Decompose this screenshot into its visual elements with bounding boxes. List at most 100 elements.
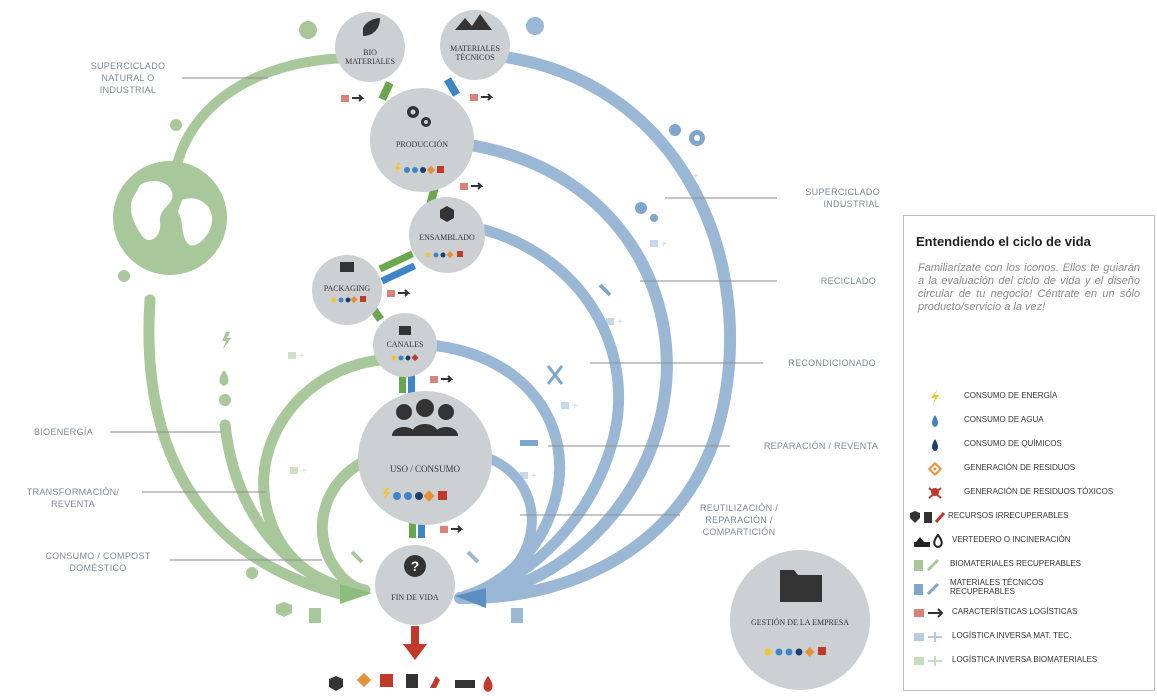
gears-icon bbox=[407, 106, 431, 127]
tool-icon-blue bbox=[598, 283, 612, 297]
node-label-uso: USO / CONSUMO bbox=[389, 464, 460, 474]
node-uso bbox=[358, 391, 492, 525]
legend-label: GENERACIÓN DE RESIDUOS bbox=[964, 463, 1076, 472]
node-produccion bbox=[370, 88, 474, 192]
cube-icon bbox=[440, 206, 454, 222]
legend-label: VERTEDERO O INCINERACIÓN bbox=[952, 535, 1071, 544]
label-recondicionado: RECONDICIONADO bbox=[788, 358, 876, 368]
process-nodes bbox=[312, 10, 870, 690]
recycle-gear-icons bbox=[635, 124, 705, 222]
arc-earth-to-fin bbox=[143, 294, 351, 601]
legend-label: LOGÍSTICA INVERSA BIOMATERIALES bbox=[952, 655, 1098, 664]
blue-arrowhead bbox=[455, 588, 486, 608]
arc-reciclado bbox=[459, 139, 673, 604]
svg-text:?: ? bbox=[411, 558, 420, 574]
chemical-drop-icon bbox=[930, 437, 940, 453]
end-of-life-output bbox=[329, 626, 493, 692]
label-reciclado: RECICLADO bbox=[820, 276, 876, 286]
canales-metric-icons bbox=[391, 354, 419, 362]
legend-description: Familiarízate con los iconos. Ellos te g… bbox=[918, 262, 1140, 313]
node-label-gestion: GESTIÓN DE LA EMPRESA bbox=[750, 618, 849, 627]
svg-text:+: + bbox=[572, 401, 578, 412]
node-fin bbox=[375, 545, 455, 625]
bioenergy-icons bbox=[118, 270, 231, 406]
shield-trash-icon bbox=[910, 509, 946, 525]
leader-lines bbox=[110, 77, 777, 561]
biological-cycle-arcs bbox=[143, 53, 386, 601]
label-superciclado-natural: SUPERCICLADO NATURAL O INDUSTRIAL bbox=[90, 61, 166, 95]
arc-recondicionado bbox=[459, 224, 624, 603]
toxic-skull-icon bbox=[928, 485, 942, 501]
legend-label: RECURSOS IRRECUPERABLES bbox=[948, 511, 1069, 520]
legend-item: VERTEDERO O INCINERACIÓN bbox=[904, 532, 1156, 550]
arc-transformacion bbox=[258, 354, 386, 596]
legend-item: LOGÍSTICA INVERSA BIOMATERIALES bbox=[904, 652, 1156, 670]
legend-label: CARACTERÍSTICAS LOGÍSTICAS bbox=[952, 607, 1078, 616]
mountains-icon bbox=[455, 14, 492, 30]
produccion-metric-icons bbox=[395, 163, 444, 175]
technical-cycle-arcs bbox=[424, 49, 737, 605]
package-icon bbox=[340, 262, 354, 272]
node-label-ensamblado: ENSAMBLADO bbox=[419, 233, 475, 242]
legend-item: BIOMATERIALES RECUPERABLES bbox=[904, 556, 1156, 574]
ensamblado-metric-icons bbox=[425, 251, 463, 259]
waste-diamond-icon bbox=[928, 461, 942, 477]
legend-label: CONSUMO DE AGUA bbox=[964, 415, 1044, 424]
logistics-icons bbox=[341, 93, 494, 533]
label-reparacion-reventa: REPARACIÓN / REVENTA bbox=[763, 441, 878, 451]
legend-label: CONSUMO DE QUÍMICOS bbox=[964, 439, 1062, 448]
legend-item: GENERACIÓN DE RESIDUOS TÓXICOS bbox=[904, 484, 1156, 502]
legend-label: CONSUMO DE ENERGÍA bbox=[964, 391, 1058, 400]
tech-recover-icon bbox=[914, 581, 942, 597]
legend-item: GENERACIÓN DE RESIDUOS bbox=[904, 460, 1156, 478]
arc-superciclado-industrial bbox=[454, 49, 737, 605]
arc-reutilizacion bbox=[460, 450, 537, 601]
node-label-produccion: PRODUCCIÓN bbox=[395, 140, 448, 149]
legend-item: CONSUMO DE AGUA bbox=[904, 412, 1156, 430]
landfill-fire-icon bbox=[914, 533, 946, 549]
legend-label: LOGÍSTICA INVERSA MAT. TEC. bbox=[952, 631, 1072, 640]
node-bio bbox=[335, 12, 405, 82]
svg-text:+: + bbox=[617, 317, 623, 328]
node-label-canales: CANALES bbox=[386, 340, 424, 349]
trash-icons bbox=[276, 550, 523, 623]
legend-item: LOGÍSTICA INVERSA MAT. TEC. bbox=[904, 628, 1156, 646]
label-bioenergia: BIOENERGÍA bbox=[34, 427, 94, 437]
svg-text:+: + bbox=[299, 351, 305, 362]
folder-icon bbox=[780, 570, 822, 602]
people-icon bbox=[392, 399, 458, 436]
earth-icon bbox=[113, 161, 227, 275]
arc-superciclado-natural bbox=[170, 53, 355, 180]
bio-recover-icon bbox=[914, 557, 942, 573]
label-reutilizacion: REUTILIZACIÓN / REPARACIÓN / COMPARTICIÓ… bbox=[699, 503, 778, 537]
green-arrowhead bbox=[340, 584, 372, 604]
question-icon: ? bbox=[404, 555, 426, 577]
water-drop-icon bbox=[930, 413, 940, 429]
node-canales bbox=[373, 313, 437, 377]
svg-text:+: + bbox=[693, 171, 699, 182]
legend-item: MATERIALES TÉCNICOS RECUPERABLES bbox=[904, 578, 1156, 598]
label-consumo-compost: CONSUMO / COMPOST DOMÉSTICO bbox=[45, 551, 151, 573]
svg-text:+: + bbox=[301, 466, 307, 477]
node-label-packaging: PACKAGING bbox=[323, 284, 371, 293]
arc-compost bbox=[316, 449, 386, 596]
legend-item: RECURSOS IRRECUPERABLES bbox=[904, 508, 1156, 526]
legend-title: Entendiendo el ciclo de vida bbox=[916, 234, 1091, 249]
legend-panel: Entendiendo el ciclo de vida Familiaríza… bbox=[903, 215, 1155, 691]
store-icon bbox=[399, 326, 411, 335]
shoe-icon bbox=[520, 440, 538, 446]
logistics-icon bbox=[914, 605, 944, 621]
lightning-icon bbox=[930, 389, 940, 405]
reverse-bio-icon bbox=[914, 653, 944, 669]
node-gestion bbox=[730, 550, 870, 690]
label-superciclado-industrial: SUPERCICLADO INDUSTRIAL bbox=[805, 187, 880, 209]
legend-item: CONSUMO DE QUÍMICOS bbox=[904, 436, 1156, 454]
legend-label: BIOMATERIALES RECUPERABLES bbox=[950, 559, 1081, 568]
map-pin-icons bbox=[170, 17, 544, 579]
packaging-metric-icons bbox=[331, 296, 366, 304]
node-label-bio: BIO MATERIALES bbox=[345, 48, 395, 66]
uso-metric-icons bbox=[383, 488, 447, 502]
svg-text:+: + bbox=[661, 239, 667, 250]
node-label-fin: FIN DE VIDA bbox=[391, 593, 439, 602]
legend-label: MATERIALES TÉCNICOS RECUPERABLES bbox=[950, 578, 1044, 596]
